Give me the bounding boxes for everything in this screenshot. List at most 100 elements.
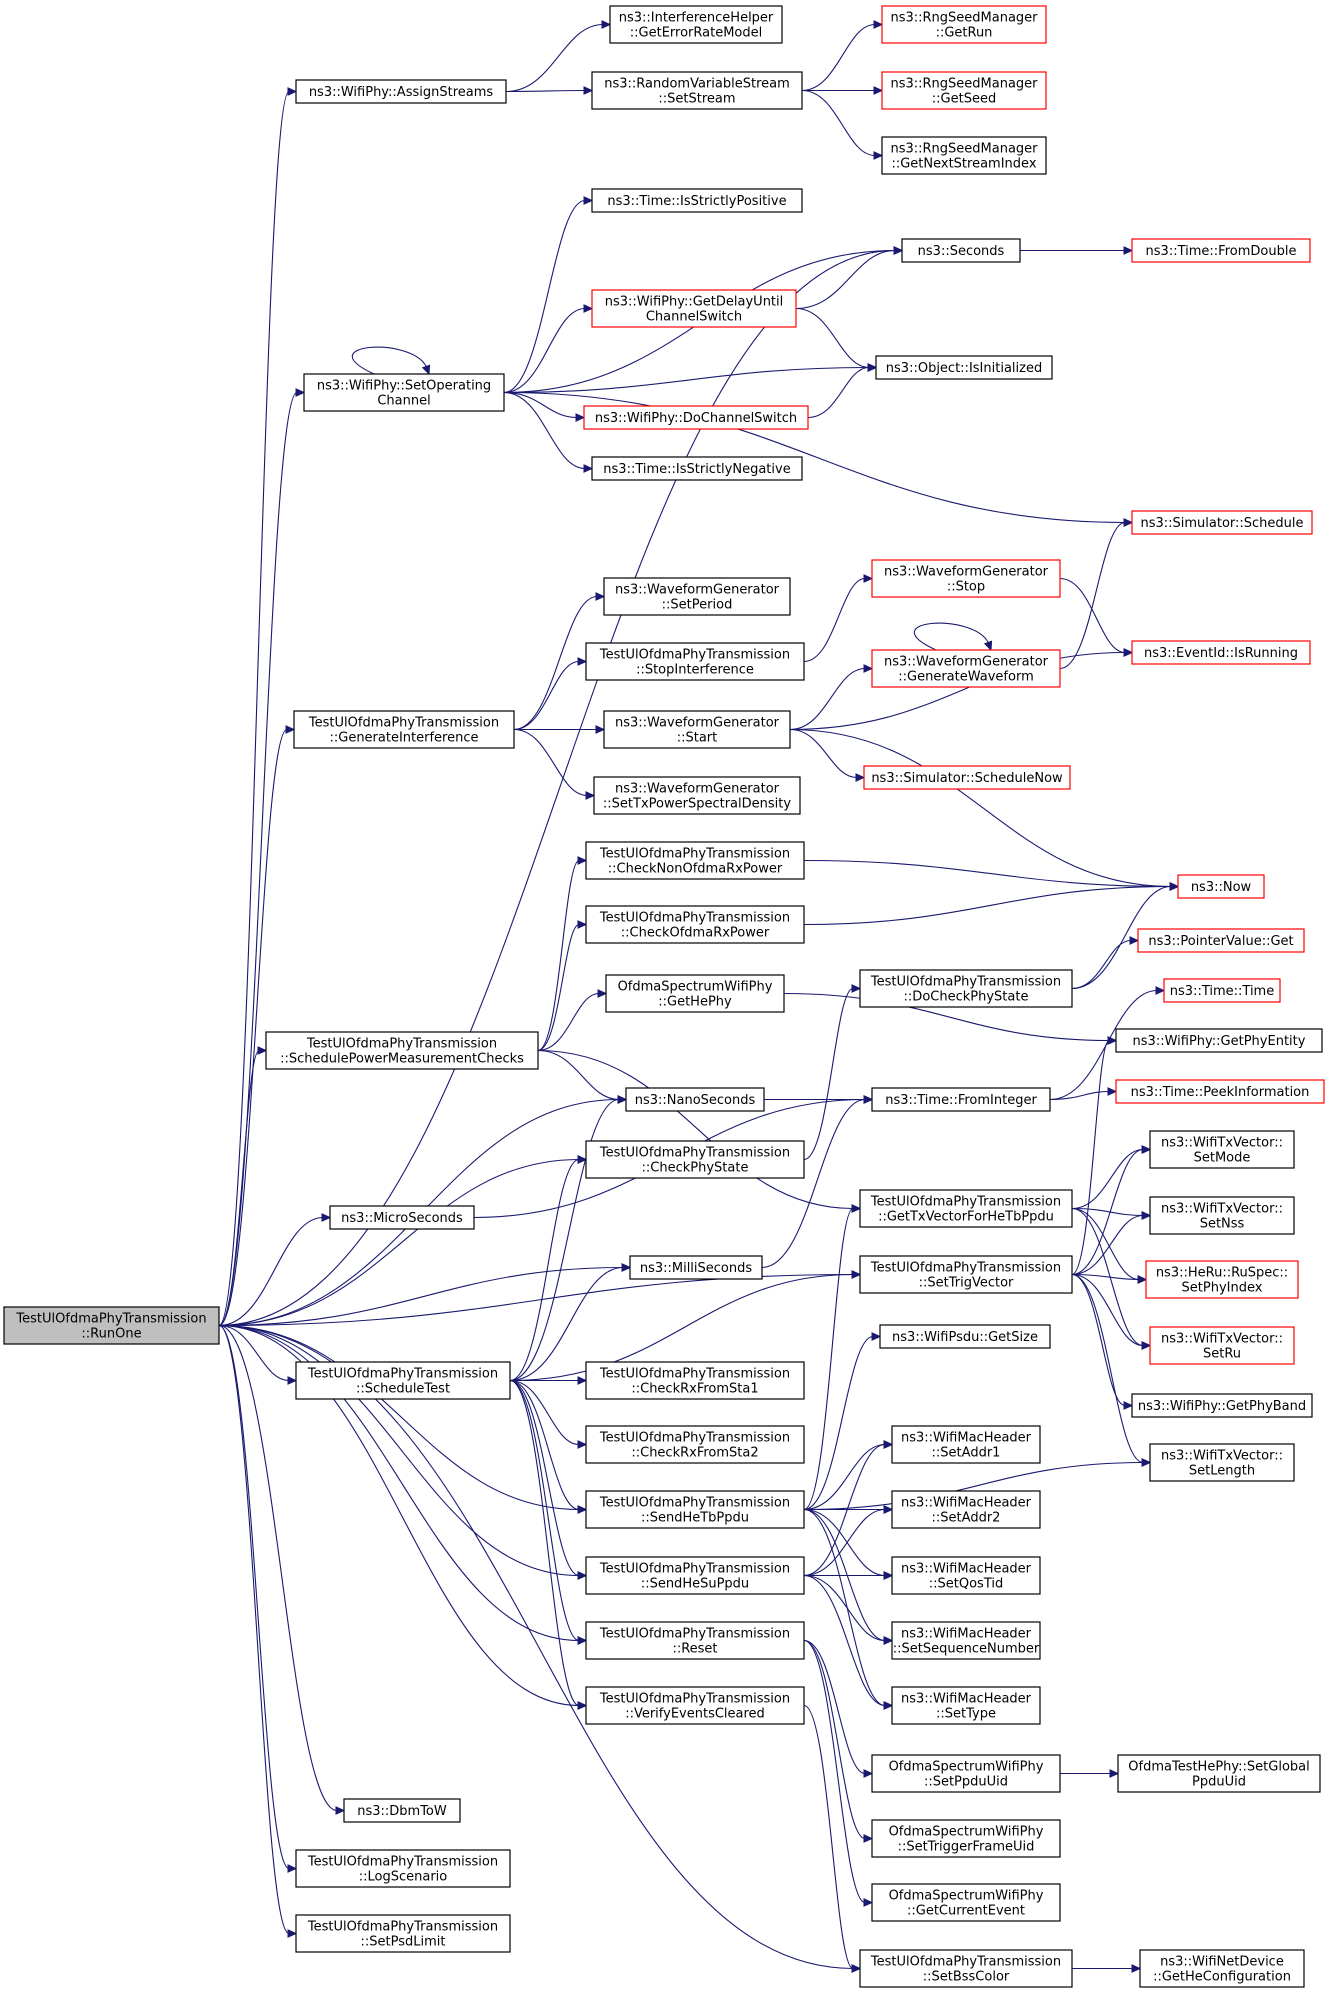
node-setPsdLimit[interactable]: TestUlOfdmaPhyTransmission::SetPsdLimit [295, 1914, 511, 1953]
node-sendHeSu[interactable]: TestUlOfdmaPhyTransmission::SendHeSuPpdu [585, 1556, 805, 1595]
node-getHePhy[interactable]: OfdmaSpectrumWifiPhy::GetHePhy [605, 974, 785, 1013]
node-getErrorRateModel[interactable]: ns3::InterferenceHelper::GetErrorRateMod… [609, 5, 783, 44]
edge-line [803, 987, 854, 1161]
edge-arrowhead [871, 1332, 882, 1341]
node-scheduleNow[interactable]: ns3::Simulator::ScheduleNow [863, 765, 1071, 790]
node-box [293, 710, 515, 749]
node-isRunning[interactable]: ns3::EventId::IsRunning [1131, 640, 1311, 665]
node-milliSeconds[interactable]: ns3::MilliSeconds [629, 1255, 763, 1280]
node-label-line: ns3::WifiMacHeader [901, 1496, 1032, 1511]
node-assignStreams[interactable]: ns3::WifiPhy::AssignStreams [295, 79, 507, 104]
node-setStream[interactable]: ns3::RandomVariableStream::SetStream [591, 71, 803, 110]
edge-sendHeTb-to-setQosTid [803, 1508, 894, 1580]
node-setRu[interactable]: ns3::WifiTxVector::SetRu [1149, 1326, 1295, 1365]
node-now[interactable]: ns3::Now [1177, 874, 1265, 899]
node-setTrigVector[interactable]: TestUlOfdmaPhyTransmission::SetTrigVecto… [859, 1255, 1073, 1294]
node-label-line: ns3::WifiNetDevice [1160, 1955, 1284, 1970]
node-label-line: ::DoCheckPhyState [904, 990, 1029, 1005]
node-logScenario[interactable]: TestUlOfdmaPhyTransmission::LogScenario [295, 1849, 511, 1888]
node-setPeriod[interactable]: ns3::WaveformGenerator::SetPeriod [603, 577, 791, 616]
node-setPpduUid[interactable]: OfdmaSpectrumWifiPhy::SetPpduUid [871, 1754, 1061, 1793]
node-stopInterference[interactable]: TestUlOfdmaPhyTransmission::StopInterfer… [585, 642, 805, 681]
edge-line [509, 1379, 580, 1707]
node-checkOfdma[interactable]: TestUlOfdmaPhyTransmission::CheckOfdmaRx… [585, 905, 805, 944]
node-checkRxSta1[interactable]: TestUlOfdmaPhyTransmission::CheckRxFromS… [585, 1361, 805, 1400]
edge-arrowhead [577, 1636, 588, 1645]
node-setTxPsd[interactable]: ns3::WaveformGenerator::SetTxPowerSpectr… [593, 776, 801, 815]
node-root[interactable]: TestUlOfdmaPhyTransmission::RunOne [3, 1306, 220, 1345]
node-generateInterference[interactable]: TestUlOfdmaPhyTransmission::GenerateInte… [293, 710, 515, 749]
node-doCheckPhyState[interactable]: TestUlOfdmaPhyTransmission::DoCheckPhySt… [859, 969, 1073, 1008]
node-isStrictlyPositive[interactable]: ns3::Time::IsStrictlyPositive [591, 188, 803, 213]
node-simSchedule[interactable]: ns3::Simulator::Schedule [1131, 510, 1313, 535]
node-microSeconds[interactable]: ns3::MicroSeconds [329, 1205, 475, 1230]
edge-sendHeSu-to-setAddr2 [803, 1505, 894, 1577]
node-wgStop[interactable]: ns3::WaveformGenerator::Stop [871, 559, 1061, 598]
node-isStrictlyNegative[interactable]: ns3::Time::IsStrictlyNegative [591, 456, 803, 481]
edge-arrowhead [617, 1095, 628, 1104]
node-setAddr1[interactable]: ns3::WifiMacHeader::SetAddr1 [891, 1425, 1041, 1464]
node-getPhyBand[interactable]: ns3::WifiPhy::GetPhyBand [1131, 1393, 1313, 1418]
node-box [605, 974, 785, 1013]
edge-sendHeTb-to-getTxVector [803, 1204, 862, 1511]
node-dbmToW[interactable]: ns3::DbmToW [343, 1798, 461, 1823]
node-seconds[interactable]: ns3::Seconds [901, 238, 1021, 263]
node-setSeqNum[interactable]: ns3::WifiMacHeader::SetSequenceNumber [891, 1621, 1041, 1660]
node-generateWaveform[interactable]: ns3::WaveformGenerator::GenerateWaveform [871, 649, 1061, 688]
node-scheduleTest[interactable]: TestUlOfdmaPhyTransmission::ScheduleTest [295, 1361, 511, 1400]
edge-line [503, 391, 586, 470]
node-getNextStreamIndex[interactable]: ns3::RngSeedManager::GetNextStreamIndex [881, 136, 1047, 175]
node-reset[interactable]: TestUlOfdmaPhyTransmission::Reset [585, 1621, 805, 1660]
node-pointerGet[interactable]: ns3::PointerValue::Get [1137, 928, 1305, 953]
node-nanoSeconds[interactable]: ns3::NanoSeconds [625, 1087, 765, 1112]
node-setTriggerFrameUid[interactable]: OfdmaSpectrumWifiPhy::SetTriggerFrameUid [871, 1819, 1061, 1858]
node-isInitialized[interactable]: ns3::Object::IsInitialized [875, 355, 1053, 380]
node-getHeConfig[interactable]: ns3::WifiNetDevice::GetHeConfiguration [1139, 1949, 1305, 1988]
node-getTxVector[interactable]: TestUlOfdmaPhyTransmission::GetTxVectorF… [859, 1189, 1073, 1228]
node-setLength[interactable]: ns3::WifiTxVector::SetLength [1149, 1443, 1295, 1482]
edge-line [218, 391, 298, 1327]
edge-line [789, 651, 1126, 731]
node-label-line: SetPhyIndex [1182, 1281, 1263, 1296]
node-setType[interactable]: ns3::WifiMacHeader::SetType [891, 1686, 1041, 1725]
edge-fromInteger-to-peekInformation [1049, 1087, 1118, 1101]
edge-line [801, 89, 876, 157]
node-getCurrentEvent[interactable]: OfdmaSpectrumWifiPhy::GetCurrentEvent [871, 1883, 1061, 1922]
node-schedulePower[interactable]: TestUlOfdmaPhyTransmission::SchedulePowe… [265, 1031, 539, 1070]
edge-line [803, 1508, 886, 1577]
node-setBssColor[interactable]: TestUlOfdmaPhyTransmission::SetBssColor [859, 1949, 1073, 1988]
node-box [871, 1754, 1061, 1793]
node-fromDouble[interactable]: ns3::Time::FromDouble [1131, 238, 1311, 263]
edge-arrowhead [295, 388, 306, 397]
node-timeTime[interactable]: ns3::Time::Time [1163, 978, 1281, 1003]
node-getSize[interactable]: ns3::WifiPsdu::GetSize [879, 1324, 1051, 1349]
node-box [585, 1361, 805, 1400]
edge-arrowhead [1123, 518, 1134, 527]
node-sendHeTb[interactable]: TestUlOfdmaPhyTransmission::SendHeTbPpdu [585, 1490, 805, 1529]
node-box [603, 710, 791, 749]
node-setMode[interactable]: ns3::WifiTxVector::SetMode [1149, 1130, 1295, 1169]
node-fromInteger[interactable]: ns3::Time::FromInteger [871, 1087, 1051, 1112]
node-setQosTid[interactable]: ns3::WifiMacHeader::SetQosTid [891, 1556, 1041, 1595]
node-checkRxSta2[interactable]: TestUlOfdmaPhyTransmission::CheckRxFromS… [585, 1425, 805, 1464]
node-box [859, 1255, 1073, 1294]
node-getSeed[interactable]: ns3::RngSeedManager::GetSeed [881, 71, 1047, 110]
node-label-line: ::CheckNonOfdmaRxPower [608, 862, 783, 877]
node-verifyEvents[interactable]: TestUlOfdmaPhyTransmission::VerifyEvents… [585, 1686, 805, 1725]
node-checkNonOfdma[interactable]: TestUlOfdmaPhyTransmission::CheckNonOfdm… [585, 841, 805, 880]
node-peekInformation[interactable]: ns3::Time::PeekInformation [1115, 1079, 1325, 1104]
node-doChannelSwitch[interactable]: ns3::WifiPhy::DoChannelSwitch [583, 405, 809, 430]
node-setPhyIndex[interactable]: ns3::HeRu::RuSpec::SetPhyIndex [1145, 1260, 1299, 1299]
edge-setOperatingChannel-to-isStrictlyNegative [503, 391, 594, 473]
node-getRun[interactable]: ns3::RngSeedManager::GetRun [881, 5, 1047, 44]
node-setNss[interactable]: ns3::WifiTxVector::SetNss [1149, 1196, 1295, 1235]
node-checkPhyState[interactable]: TestUlOfdmaPhyTransmission::CheckPhyStat… [585, 1140, 805, 1179]
node-getPhyEntity[interactable]: ns3::WifiPhy::GetPhyEntity [1115, 1028, 1323, 1053]
node-setAddr2[interactable]: ns3::WifiMacHeader::SetAddr2 [891, 1490, 1041, 1529]
node-label-line: ns3::WifiTxVector:: [1161, 1202, 1283, 1217]
node-wgStart[interactable]: ns3::WaveformGenerator::Start [603, 710, 791, 749]
edge-scheduleTest-to-checkRxSta1 [509, 1376, 588, 1385]
